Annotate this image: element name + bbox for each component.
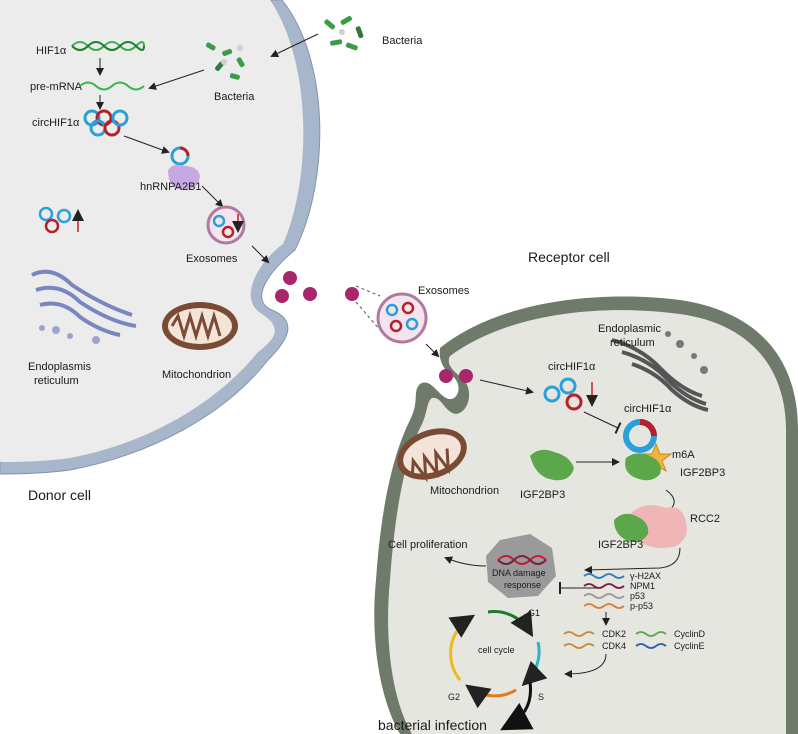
receptor-circ-cluster: circHIF1α (543, 361, 598, 411)
donor-hif1a-gene: HIF1α (36, 41, 145, 57)
rcc2-label: RCC2 (690, 513, 720, 525)
svg-text:p-p53: p-p53 (630, 601, 653, 611)
outside-exosomes-label: Exosomes (418, 285, 470, 297)
arrow-bacterial-infection (500, 681, 534, 731)
receptor-er-label-1: Endoplasmic (598, 323, 661, 335)
donor-er: Endoplasmis reticulum (28, 269, 137, 387)
arrow-outside-bacteria (270, 33, 319, 58)
svg-text:CDK4: CDK4 (602, 641, 626, 651)
donor-circ-cluster: circHIF1α (32, 109, 129, 137)
bacterial-infection-label: bacterial infection (378, 717, 487, 733)
m6a-label: m6A (672, 449, 695, 461)
marker-gamma-h2ax: γ-H2AX (583, 571, 661, 581)
arrow-bacteria-gene (148, 69, 205, 90)
svg-text:NPM1: NPM1 (630, 581, 655, 591)
phase-m: M (456, 616, 464, 626)
hnrnpa2b1: hnRNPA2B1 (140, 146, 202, 193)
svg-text:γ-H2AX: γ-H2AX (630, 571, 661, 581)
dna-damage-label-1: DNA damage (492, 568, 546, 578)
cyclind: CyclinD (635, 629, 706, 639)
circ-bound-igf2bp3: circHIF1α m6A IGF2BP3 (623, 403, 725, 481)
hnrnpa2b1-label: hnRNPA2B1 (140, 181, 202, 193)
donor-er-label-1: Endoplasmis (28, 361, 91, 373)
svg-text:p53: p53 (630, 591, 645, 601)
phase-g1: G1 (528, 608, 540, 618)
receptor-cell-title: Receptor cell (528, 249, 610, 265)
arrow-exosome-release (251, 245, 270, 264)
marker-p53: p53 (583, 591, 645, 601)
donor-bacteria-label: Bacteria (214, 91, 255, 103)
donor-premrna: pre-mRNA (30, 81, 145, 93)
donor-premrna-label: pre-mRNA (30, 81, 83, 93)
arrow-dna-proliferation (444, 556, 487, 567)
dna-damage-label-2: response (504, 580, 541, 590)
donor-cell-title: Donor cell (28, 487, 91, 503)
receptor-vesicles (439, 369, 473, 383)
donor-cell-cytoplasm (0, 0, 304, 462)
arrow-circ-hnrnp (123, 135, 170, 154)
outside-bacteria-label: Bacteria (382, 35, 423, 47)
marker-npm1: NPM1 (583, 581, 655, 591)
receptor-cell-cytoplasm (388, 310, 786, 734)
receptor-circ-bound-label: circHIF1α (624, 403, 672, 415)
exosome-release (275, 271, 359, 303)
cell-proliferation-label: Cell proliferation (388, 539, 467, 551)
svg-text:CyclinE: CyclinE (674, 641, 705, 651)
receptor-er: Endoplasmic reticulum (598, 323, 709, 412)
phase-s: S (538, 692, 544, 702)
donor-hif1a-label: HIF1α (36, 45, 67, 57)
donor-cell (0, 0, 321, 475)
donor-mitochondrion: Mitochondrion (162, 302, 238, 381)
receptor-er-label-2: reticulum (610, 337, 655, 349)
rcc2-complex: RCC2 IGF2BP3 (598, 505, 720, 551)
svg-text:CyclinD: CyclinD (674, 629, 706, 639)
dna-damage: DNA damage response (486, 534, 556, 598)
marker-p-p53: p-p53 (583, 601, 653, 611)
cycline: CyclinE (635, 641, 705, 651)
marker-list: γ-H2AX NPM1 p53 p-p53 (583, 571, 661, 611)
receptor-mitochondrion: Mitochondrion (397, 428, 499, 497)
receptor-mito-label: Mitochondrion (430, 485, 499, 497)
svg-text:CDK2: CDK2 (602, 629, 626, 639)
igf2bp3-right-label: IGF2BP3 (680, 467, 725, 479)
arrow-exosome-uptake (425, 343, 440, 358)
cdk4: CDK4 (563, 641, 626, 651)
receptor-circ-top-label: circHIF1α (548, 361, 596, 373)
cdk2: CDK2 (563, 629, 626, 639)
donor-mito-label: Mitochondrion (162, 369, 231, 381)
donor-circ-label: circHIF1α (32, 117, 80, 129)
cdk-list: CDK2 CDK4 CyclinD CyclinE (563, 629, 706, 651)
donor-exosome: Exosomes (186, 205, 246, 265)
inhibit-circ (583, 411, 622, 434)
igf2bp3-left: IGF2BP3 (520, 449, 574, 501)
outside-bacteria: Bacteria (324, 16, 423, 51)
exosome-zoom: Exosomes (355, 285, 470, 344)
arrow-vesicle-circ (479, 379, 534, 395)
igf2bp3-bottom-label: IGF2BP3 (598, 539, 643, 551)
cell-cycle: cell cycle M G1 S G2 (448, 608, 548, 709)
donor-bacteria: Bacteria (205, 42, 255, 103)
phase-g2: G2 (448, 692, 460, 702)
arrow-rcc2-markers (584, 547, 681, 574)
donor-er-label-2: reticulum (34, 375, 79, 387)
donor-circ-increase (38, 206, 84, 234)
arrow-hnrnp-exosome (201, 185, 224, 208)
donor-exosomes-label: Exosomes (186, 253, 238, 265)
cell-cycle-center: cell cycle (478, 645, 515, 655)
igf2bp3-left-label: IGF2BP3 (520, 489, 565, 501)
arrow-cdk-cycle (564, 653, 607, 678)
